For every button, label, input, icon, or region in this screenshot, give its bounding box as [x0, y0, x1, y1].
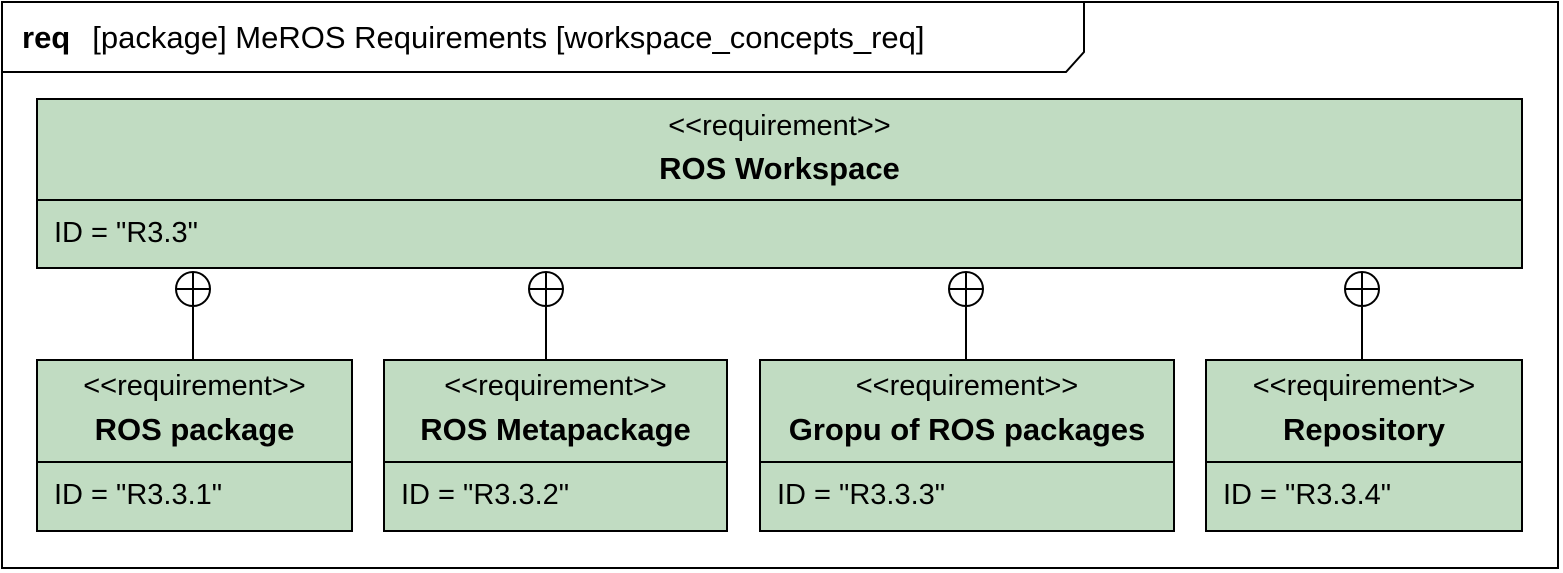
diagram-title: [package] MeROS Requirements [workspace_… — [92, 20, 925, 55]
requirement-id: ID = "R3.3.2" — [401, 479, 570, 511]
containment-connector-ros-package[interactable] — [175, 271, 211, 359]
requirement-id: ID = "R3.3.1" — [54, 479, 223, 511]
requirement-id: ID = "R3.3.3" — [777, 479, 946, 511]
requirement-name: ROS package — [94, 412, 295, 447]
containment-connector-group-of-ros-packages[interactable] — [948, 271, 984, 359]
requirement-name: Repository — [1283, 412, 1445, 447]
diagram-kind: req — [22, 20, 71, 55]
requirement-id: ID = "R3.3.4" — [1223, 479, 1392, 511]
frame-tab — [2, 2, 1085, 73]
requirement-name: ROS Metapackage — [420, 412, 691, 447]
requirement-ros-workspace[interactable]: <<requirement>> ROS Workspace ID = "R3.3… — [36, 98, 1523, 269]
stereotype-label: <<requirement>> — [668, 110, 891, 142]
requirement-name: Gropu of ROS packages — [788, 412, 1146, 447]
frame-label: req [package] MeROS Requirements [workspa… — [22, 20, 925, 56]
stereotype-label: <<requirement>> — [83, 370, 306, 402]
stereotype-label: <<requirement>> — [855, 370, 1079, 402]
stereotype-label: <<requirement>> — [444, 370, 667, 402]
requirement-ros-metapackage[interactable]: <<requirement>> ROS Metapackage ID = "R3… — [383, 359, 728, 532]
requirement-id: ID = "R3.3" — [54, 217, 198, 249]
requirement-group-of-ros-packages[interactable]: <<requirement>> Gropu of ROS packages ID… — [759, 359, 1175, 532]
requirement-repository[interactable]: <<requirement>> Repository ID = "R3.3.4" — [1205, 359, 1523, 532]
stereotype-label: <<requirement>> — [1252, 370, 1476, 402]
containment-connector-ros-metapackage[interactable] — [528, 271, 564, 359]
requirement-ros-package[interactable]: <<requirement>> ROS package ID = "R3.3.1… — [36, 359, 353, 532]
requirement-name: ROS Workspace — [659, 151, 900, 186]
containment-connector-repository[interactable] — [1344, 271, 1380, 359]
